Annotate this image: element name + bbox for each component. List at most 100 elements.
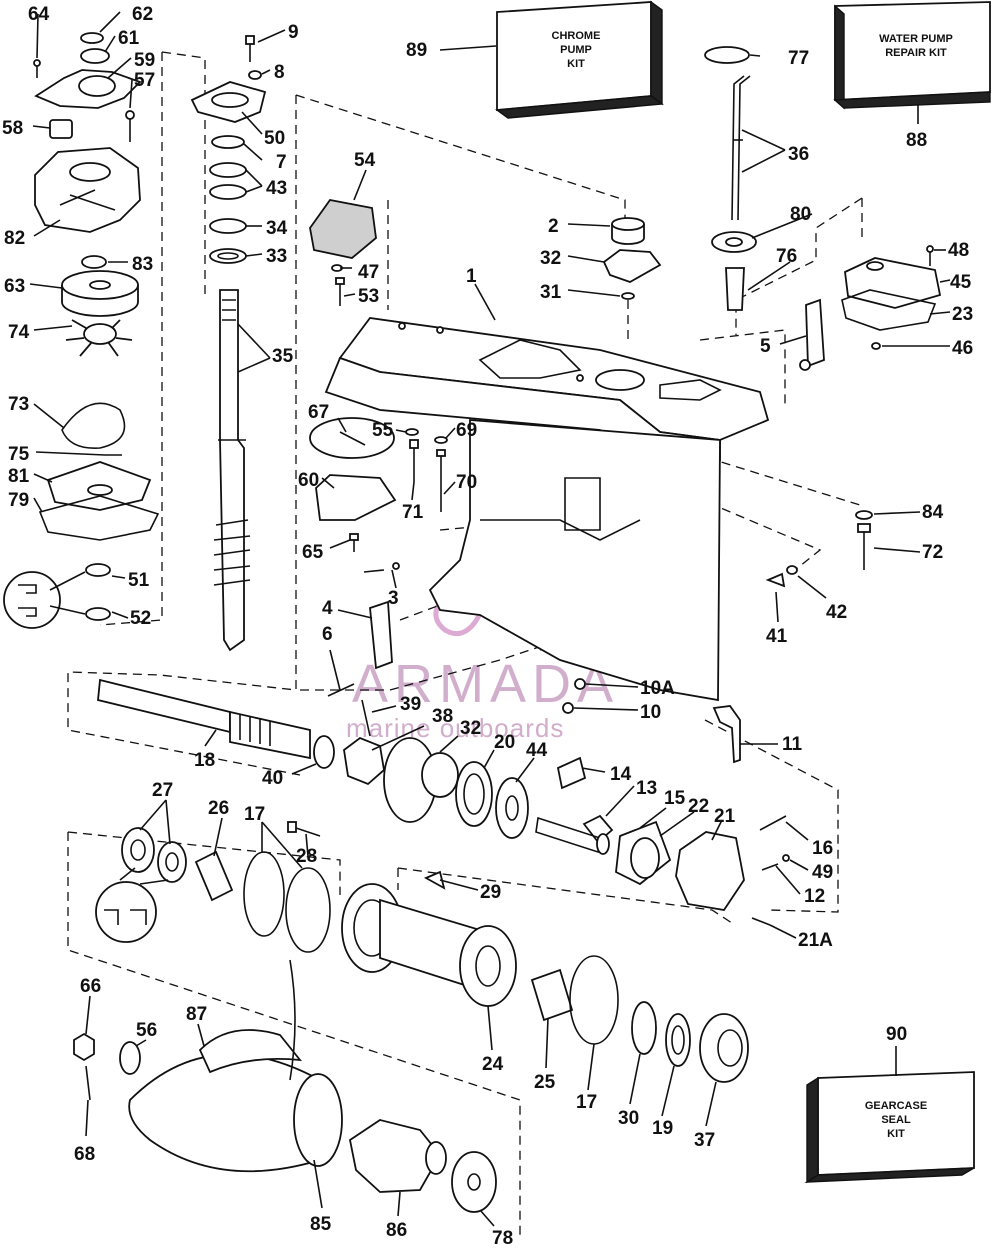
label-88: 88 xyxy=(906,130,927,151)
label-10a: 10A xyxy=(640,678,675,699)
water-pump-kit-box: WATER PUMP REPAIR KIT xyxy=(833,1,991,110)
label-85: 85 xyxy=(310,1214,332,1235)
water-pump-kit-line2: REPAIR KIT xyxy=(885,47,947,59)
part-number-labels: 64 62 61 59 57 58 9 8 50 7 43 34 33 82 8… xyxy=(2,4,973,1248)
label-24: 24 xyxy=(482,1054,504,1075)
label-10: 10 xyxy=(640,702,661,723)
label-34: 34 xyxy=(266,218,288,239)
label-63: 63 xyxy=(4,276,25,297)
label-56: 56 xyxy=(136,1020,157,1041)
label-48: 48 xyxy=(948,240,969,261)
label-9: 9 xyxy=(288,22,299,43)
label-38: 38 xyxy=(432,706,453,727)
propshaft-and-gears xyxy=(97,678,790,926)
label-1: 1 xyxy=(466,266,477,287)
gearcase-seal-kit-box: GEARCASE SEAL KIT xyxy=(804,1071,975,1184)
label-66: 66 xyxy=(80,976,101,997)
label-29: 29 xyxy=(480,882,501,903)
label-18: 18 xyxy=(194,750,215,771)
label-35: 35 xyxy=(272,346,294,367)
label-84: 84 xyxy=(922,502,944,523)
water-pump-housing-parts xyxy=(3,32,160,629)
label-82: 82 xyxy=(4,228,25,249)
label-79: 79 xyxy=(8,490,29,511)
label-50: 50 xyxy=(264,128,285,149)
label-32b: 32 xyxy=(460,718,481,739)
gearcase-small-parts xyxy=(309,199,873,737)
label-46: 46 xyxy=(952,338,973,359)
label-23: 23 xyxy=(952,304,973,325)
label-44: 44 xyxy=(526,740,548,761)
label-25: 25 xyxy=(534,1072,556,1093)
label-14: 14 xyxy=(610,764,632,785)
chrome-pump-kit-line2: PUMP xyxy=(560,44,592,56)
label-40: 40 xyxy=(262,768,283,789)
label-61: 61 xyxy=(118,28,140,49)
gearcase-housing xyxy=(324,317,770,702)
label-53: 53 xyxy=(358,286,379,307)
label-81: 81 xyxy=(8,466,30,487)
label-17b: 17 xyxy=(576,1092,597,1113)
label-21a: 21A xyxy=(798,930,833,951)
shift-and-cover-parts xyxy=(704,46,942,371)
label-62: 62 xyxy=(132,4,153,25)
label-71: 71 xyxy=(402,502,424,523)
label-15: 15 xyxy=(664,788,686,809)
label-17a: 17 xyxy=(244,804,265,825)
label-90: 90 xyxy=(886,1024,907,1045)
label-74: 74 xyxy=(8,322,30,343)
label-8: 8 xyxy=(274,62,285,83)
label-42: 42 xyxy=(826,602,847,623)
label-28: 28 xyxy=(296,846,317,867)
label-76: 76 xyxy=(776,246,797,267)
label-33: 33 xyxy=(266,246,287,267)
label-57: 57 xyxy=(134,70,155,91)
label-70: 70 xyxy=(456,472,477,493)
label-11: 11 xyxy=(782,734,803,755)
label-68: 68 xyxy=(74,1144,95,1165)
label-37: 37 xyxy=(694,1130,715,1151)
label-58: 58 xyxy=(2,118,23,139)
bearing-carrier-parts xyxy=(95,821,749,1083)
label-69: 69 xyxy=(456,420,477,441)
label-73: 73 xyxy=(8,394,29,415)
label-20: 20 xyxy=(494,732,515,753)
label-3: 3 xyxy=(388,588,399,609)
label-43: 43 xyxy=(266,178,287,199)
label-55: 55 xyxy=(372,420,394,441)
label-65: 65 xyxy=(302,542,324,563)
label-27: 27 xyxy=(152,780,173,801)
label-12: 12 xyxy=(804,886,825,907)
chrome-pump-kit-line3: KIT xyxy=(567,58,585,70)
label-5: 5 xyxy=(760,336,771,357)
gearcase-seal-kit-line1: GEARCASE xyxy=(865,1100,927,1112)
label-31: 31 xyxy=(540,282,562,303)
gearcase-seal-kit-line3: KIT xyxy=(887,1128,905,1140)
label-30: 30 xyxy=(618,1108,639,1129)
label-89: 89 xyxy=(406,40,427,61)
armada-watermark: ARMADA marine outboards xyxy=(346,505,613,743)
label-75: 75 xyxy=(8,444,30,465)
label-83: 83 xyxy=(132,254,153,275)
label-49: 49 xyxy=(812,862,833,883)
label-80: 80 xyxy=(790,204,811,225)
chrome-pump-kit-line1: CHROME xyxy=(552,30,601,42)
label-39: 39 xyxy=(400,694,421,715)
label-26: 26 xyxy=(208,798,229,819)
label-13: 13 xyxy=(636,778,657,799)
label-51: 51 xyxy=(128,570,150,591)
label-7: 7 xyxy=(276,152,287,173)
water-pump-kit-line1: WATER PUMP xyxy=(879,33,953,45)
label-2: 2 xyxy=(548,216,559,237)
label-45: 45 xyxy=(950,272,972,293)
label-4: 4 xyxy=(322,598,333,619)
label-16: 16 xyxy=(812,838,833,859)
label-36: 36 xyxy=(788,144,809,165)
label-41: 41 xyxy=(766,626,788,647)
label-60: 60 xyxy=(298,470,319,491)
propeller-parts xyxy=(73,959,497,1213)
label-21: 21 xyxy=(714,806,736,827)
label-52: 52 xyxy=(130,608,151,629)
label-77: 77 xyxy=(788,48,809,69)
label-6: 6 xyxy=(322,624,333,645)
